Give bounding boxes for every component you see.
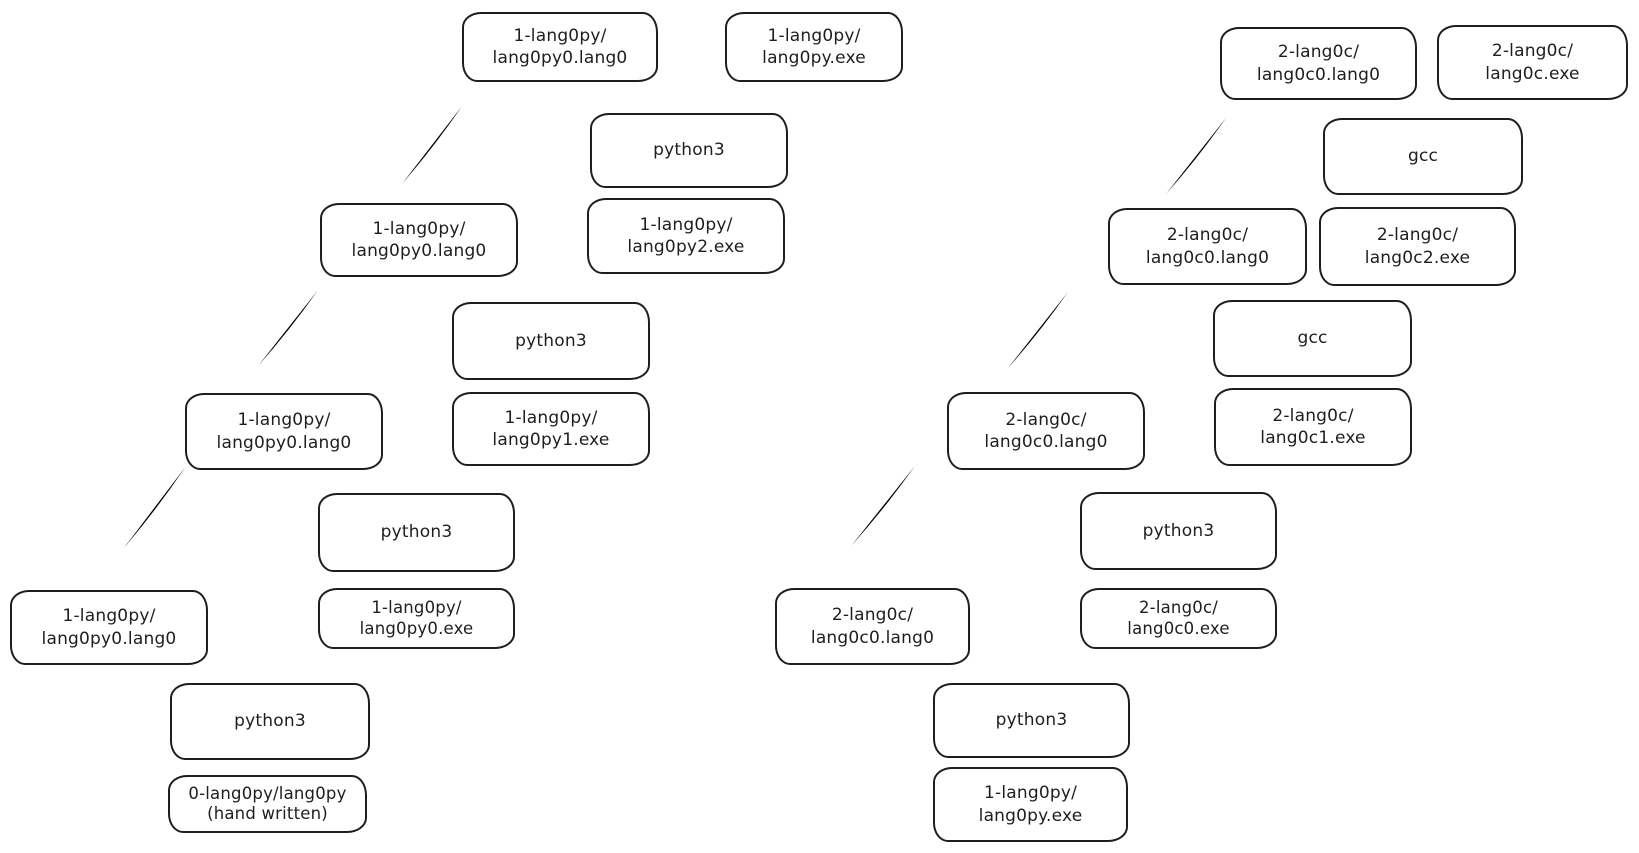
node-l-src-1: 1-lang0py/ lang0py0.lang0 bbox=[185, 393, 383, 470]
node-l-runner-3: python3 bbox=[590, 113, 788, 188]
node-r-exe-0: 2-lang0c/ lang0c0.exe bbox=[1080, 588, 1277, 649]
node-l-src-3: 1-lang0py/ lang0py0.lang0 bbox=[462, 12, 658, 82]
node-l-exe-final: 1-lang0py/ lang0py.exe bbox=[725, 12, 903, 82]
node-r-runner-3: gcc bbox=[1323, 118, 1523, 195]
bidirectional-arrow-r3 bbox=[1166, 118, 1226, 194]
node-r-src-1: 2-lang0c/ lang0c0.lang0 bbox=[947, 392, 1145, 470]
node-l-exe-0: 1-lang0py/ lang0py0.exe bbox=[318, 588, 515, 649]
node-r-runner-2: gcc bbox=[1213, 300, 1412, 377]
bidirectional-arrow-r2 bbox=[1008, 292, 1068, 368]
node-r-src-3: 2-lang0c/ lang0c0.lang0 bbox=[1220, 27, 1417, 100]
node-r-src-2: 2-lang0c/ lang0c0.lang0 bbox=[1108, 208, 1307, 285]
node-l-runner-0: python3 bbox=[170, 683, 370, 760]
node-l-src-0: 1-lang0py/ lang0py0.lang0 bbox=[10, 590, 208, 665]
node-r-exe-2: 2-lang0c/ lang0c2.exe bbox=[1319, 207, 1516, 286]
bidirectional-arrow-l2 bbox=[258, 290, 318, 366]
node-l-src-2: 1-lang0py/ lang0py0.lang0 bbox=[320, 203, 518, 277]
node-l-runner-1: python3 bbox=[318, 493, 515, 572]
node-r-exe-1: 2-lang0c/ lang0c1.exe bbox=[1214, 388, 1412, 466]
node-r-exe-final: 2-lang0c/ lang0c.exe bbox=[1437, 25, 1628, 100]
bidirectional-arrow-l1 bbox=[124, 466, 186, 548]
node-r-runner-1: python3 bbox=[1080, 492, 1277, 570]
node-r-seed-exe: 1-lang0py/ lang0py.exe bbox=[933, 767, 1128, 842]
node-r-runner-0: python3 bbox=[933, 683, 1130, 758]
bidirectional-arrow-r1 bbox=[851, 466, 915, 546]
node-l-seed-handwritten: 0-lang0py/lang0py (hand written) bbox=[168, 775, 367, 833]
node-l-exe-2: 1-lang0py/ lang0py2.exe bbox=[587, 198, 785, 274]
node-r-src-0: 2-lang0c/ lang0c0.lang0 bbox=[775, 588, 970, 665]
bidirectional-arrow-l3 bbox=[402, 106, 462, 184]
node-l-exe-1: 1-lang0py/ lang0py1.exe bbox=[452, 392, 650, 466]
node-l-runner-2: python3 bbox=[452, 302, 650, 380]
